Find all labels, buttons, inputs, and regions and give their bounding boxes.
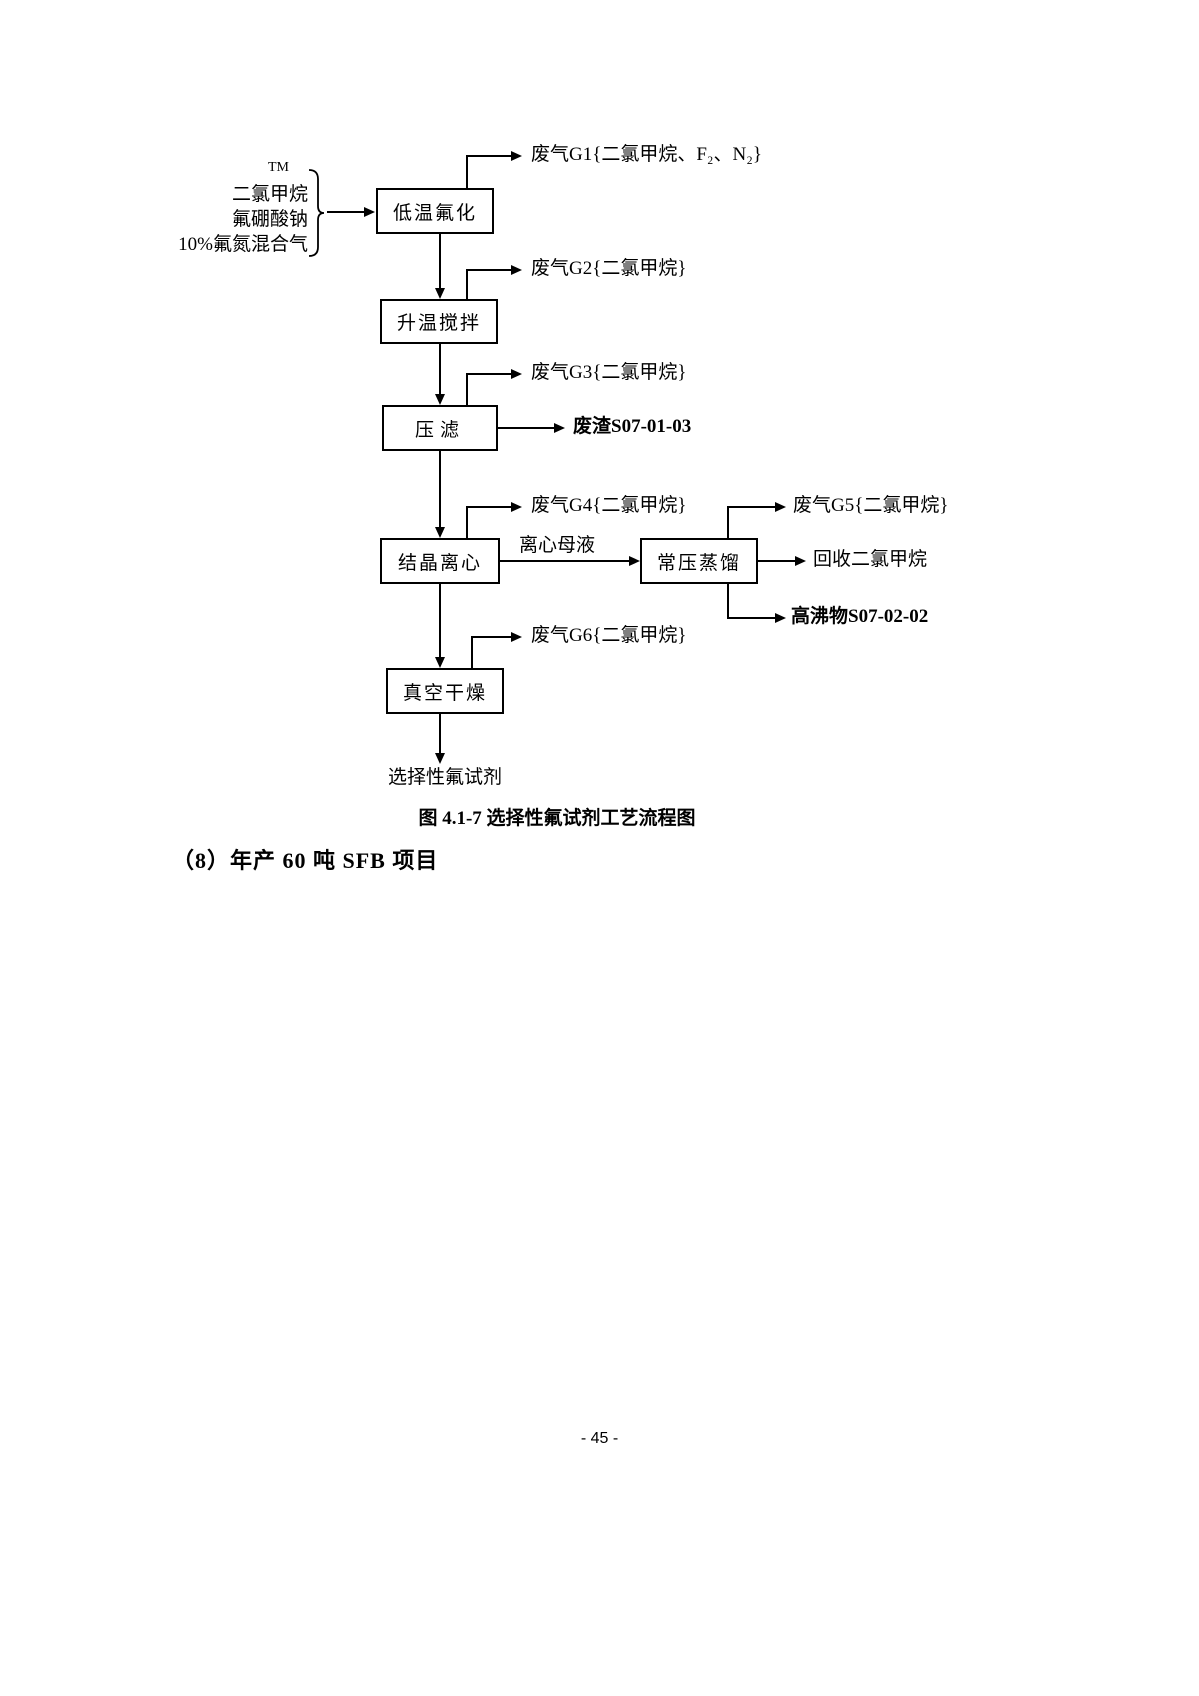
line-g6-vertical bbox=[471, 637, 473, 668]
connector-step1-step2 bbox=[439, 234, 441, 290]
connector-step4-step6 bbox=[439, 584, 441, 658]
tm-mark: TM bbox=[268, 160, 289, 175]
arrowhead-recovered-dcm bbox=[795, 556, 806, 566]
process-box-label: 升温搅拌 bbox=[396, 313, 481, 334]
arrowhead-g2 bbox=[511, 265, 522, 275]
process-box-label: 压滤 bbox=[414, 419, 465, 441]
figure-caption: 图 4.1-7 选择性氟试剂工艺流程图 bbox=[418, 808, 696, 829]
line-g2-horizontal bbox=[466, 269, 512, 271]
line-g4-horizontal bbox=[466, 506, 512, 508]
stream-label-mother-liquor: 离心母液 bbox=[519, 535, 596, 556]
process-box-atmospheric-distillation: 常压蒸馏 bbox=[640, 538, 758, 584]
arrowhead-step1-step2 bbox=[435, 288, 445, 299]
process-box-crystallize-centrifuge: 结晶离心 bbox=[380, 538, 500, 584]
stream-label-g6: 废气G6{二氯甲烷} bbox=[531, 625, 687, 646]
line-g5-horizontal bbox=[727, 506, 776, 508]
line-recovered-dcm bbox=[758, 560, 796, 562]
arrowhead-high-boiler bbox=[775, 613, 786, 623]
arrowhead-mother-liquor bbox=[629, 556, 640, 566]
line-high-boiler-horizontal bbox=[727, 617, 776, 619]
line-mother-liquor bbox=[500, 560, 630, 562]
line-g1-vertical bbox=[466, 156, 468, 188]
input-materials-list: 二氯甲烷 氟硼酸钠 10%氟氮混合气 bbox=[168, 182, 308, 257]
product-label: 选择性氟试剂 bbox=[387, 767, 502, 788]
stream-label-g2: 废气G2{二氯甲烷} bbox=[531, 258, 687, 279]
arrowhead-g6 bbox=[511, 632, 522, 642]
stream-label-high-boiler: 高沸物S07-02-02 bbox=[791, 606, 929, 627]
line-residue bbox=[498, 427, 556, 429]
process-box-label: 真空干燥 bbox=[402, 682, 487, 704]
line-g4-vertical bbox=[466, 507, 468, 538]
arrowhead-step3-step4 bbox=[435, 527, 445, 538]
input-material: 10%氟氮混合气 bbox=[178, 234, 308, 255]
arrowhead-step4-step6 bbox=[435, 657, 445, 668]
section-heading: （8）年产 60 吨 SFB 项目 bbox=[172, 848, 439, 873]
connector-step3-step4 bbox=[439, 451, 441, 528]
line-g2-vertical bbox=[466, 270, 468, 299]
stream-label-g4: 废气G4{二氯甲烷} bbox=[531, 495, 687, 516]
process-box-label: 低温氟化 bbox=[392, 202, 477, 224]
line-input-to-step1 bbox=[327, 211, 365, 213]
stream-label-g3: 废气G3{二氯甲烷} bbox=[531, 362, 687, 383]
process-box-low-temp-fluorination: 低温氟化 bbox=[376, 188, 494, 234]
line-g6-horizontal bbox=[471, 636, 512, 638]
process-box-label: 常压蒸馏 bbox=[656, 552, 741, 574]
arrowhead-input-to-step1 bbox=[364, 207, 375, 217]
process-box-press-filter: 压滤 bbox=[382, 405, 498, 451]
line-g1-horizontal bbox=[466, 155, 512, 157]
arrowhead-g4 bbox=[511, 502, 522, 512]
arrowhead-step2-step3 bbox=[435, 394, 445, 405]
line-g3-vertical bbox=[466, 374, 468, 405]
line-g5-vertical bbox=[727, 507, 729, 538]
arrowhead-g3 bbox=[511, 369, 522, 379]
stream-label-residue: 废渣S07-01-03 bbox=[573, 416, 692, 437]
line-high-boiler-vertical bbox=[727, 584, 729, 618]
arrowhead-g1 bbox=[511, 151, 522, 161]
input-material: 二氯甲烷 bbox=[231, 184, 308, 205]
connector-step6-product bbox=[439, 714, 441, 754]
process-box-vacuum-drying: 真空干燥 bbox=[386, 668, 504, 714]
line-g3-horizontal bbox=[466, 373, 512, 375]
process-box-heat-stir: 升温搅拌 bbox=[380, 299, 498, 344]
connector-step2-step3 bbox=[439, 344, 441, 395]
arrowhead-g5 bbox=[775, 502, 786, 512]
arrowhead-step6-product bbox=[435, 753, 445, 764]
stream-label-recovered-dcm: 回收二氯甲烷 bbox=[813, 549, 928, 570]
stream-label-g5: 废气G5{二氯甲烷} bbox=[793, 495, 949, 516]
page-number: - 45 - bbox=[580, 1430, 619, 1447]
process-box-label: 结晶离心 bbox=[397, 552, 482, 574]
arrowhead-residue bbox=[554, 423, 565, 433]
stream-label-g1: 废气G1{二氯甲烷、F₂、N₂} bbox=[531, 144, 762, 165]
input-group-brace-icon bbox=[308, 169, 325, 257]
input-material: 氟硼酸钠 bbox=[231, 209, 308, 230]
